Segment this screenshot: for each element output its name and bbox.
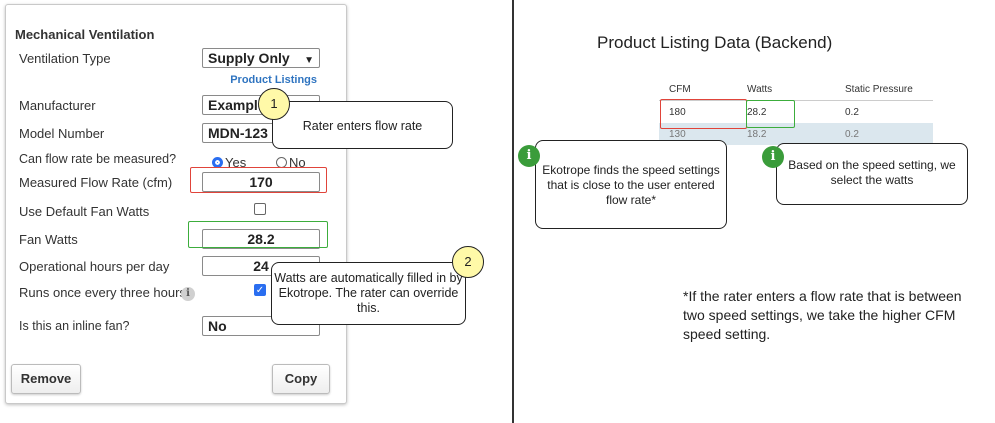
flow-rate-highlight (190, 167, 327, 193)
default-fan-watts-checkbox[interactable] (254, 203, 266, 215)
cell-watts: 18.2 (737, 123, 835, 145)
cell-watts: 28.2 (747, 106, 767, 118)
callout-finds-speed: Ekotrope finds the speed settings that i… (535, 140, 727, 229)
measured-flow-label: Measured Flow Rate (cfm) (19, 175, 173, 190)
table-header-row: CFM Watts Static Pressure (659, 78, 933, 101)
radio-yes[interactable]: Yes (212, 155, 246, 170)
cell-cfm: 180 (669, 106, 686, 118)
fan-watts-input[interactable]: 28.2 (202, 229, 320, 249)
info-right-icon: i (762, 146, 784, 168)
chevron-down-icon: ▼ (304, 55, 314, 66)
model-number-label: Model Number (19, 126, 105, 141)
callout-select-watts: Based on the speed setting, we select th… (776, 143, 968, 205)
cell-static-pressure: 0.2 (835, 123, 933, 145)
operational-hours-label: Operational hours per day (19, 259, 170, 274)
default-fan-watts-label: Use Default Fan Watts (19, 204, 150, 219)
step-one-badge: 1 (258, 88, 290, 120)
cfm-highlight (660, 99, 747, 129)
section-divider (512, 0, 514, 423)
manufacturer-label: Manufacturer (19, 98, 96, 113)
fan-watts-label: Fan Watts (19, 232, 78, 247)
table-row: 130 18.2 0.2 (659, 123, 933, 145)
radio-yes-label: Yes (225, 155, 247, 170)
remove-button[interactable]: Remove (11, 364, 81, 394)
table-row: 180 28.2 0.2 (659, 101, 933, 124)
callout-watts-auto: Watts are automatically filled in by Eko… (271, 262, 466, 325)
header-cfm: CFM (659, 78, 737, 101)
info-icon[interactable]: i (181, 287, 195, 301)
ventilation-type-label: Ventilation Type (19, 51, 111, 66)
callout-rater-enters: Rater enters flow rate (272, 101, 453, 149)
ventilation-type-value: Supply Only (208, 50, 290, 66)
product-listings-link[interactable]: Product Listings (230, 74, 317, 86)
inline-fan-label: Is this an inline fan? (19, 319, 130, 333)
copy-button[interactable]: Copy (272, 364, 330, 394)
info-left-icon: i (518, 145, 540, 167)
mechanical-ventilation-panel: Mechanical Ventilation Ventilation Type … (5, 4, 347, 404)
radio-no-label: No (289, 155, 306, 170)
cell-static-pressure: 0.2 (845, 106, 859, 118)
section-title: Mechanical Ventilation (15, 27, 155, 42)
product-listing-table: CFM Watts Static Pressure 180 28.2 0.2 1… (659, 78, 933, 145)
ventilation-type-select[interactable]: Supply Only ▼ (202, 48, 320, 68)
header-watts: Watts (737, 78, 835, 101)
runs-label: Runs once every three hours (19, 285, 186, 300)
footnote: *If the rater enters a flow rate that is… (683, 288, 962, 342)
step-two-badge: 2 (452, 246, 484, 278)
backend-title: Product Listing Data (Backend) (597, 33, 833, 52)
watts-highlight (746, 100, 795, 128)
measured-flow-input[interactable]: 170 (202, 172, 320, 192)
runs-checkbox[interactable]: ✓ (254, 284, 266, 296)
header-static-pressure: Static Pressure (835, 78, 933, 101)
can-measure-label: Can flow rate be measured? (19, 152, 177, 166)
fan-watts-highlight (188, 221, 328, 248)
radio-selected-icon (212, 157, 223, 168)
